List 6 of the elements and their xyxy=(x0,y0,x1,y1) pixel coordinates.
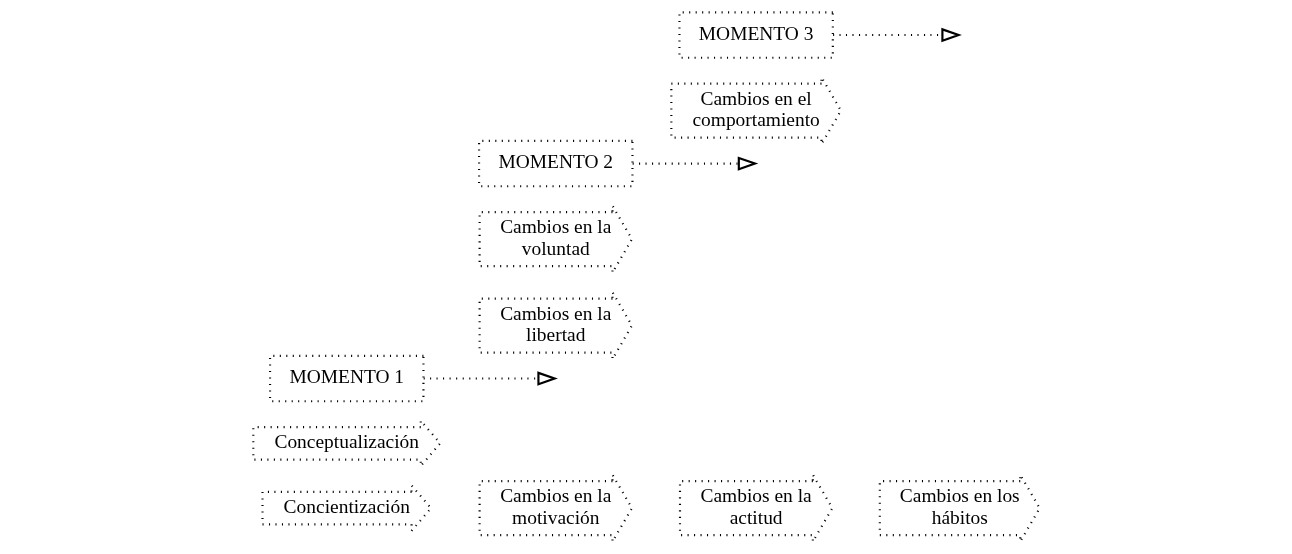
arrow xyxy=(632,156,758,171)
node-box: MOMENTO 3 xyxy=(677,11,834,59)
arrow xyxy=(832,27,962,43)
arrow xyxy=(423,371,558,386)
node-box: MOMENTO 2 xyxy=(477,139,634,188)
node-box: MOMENTO 1 xyxy=(268,354,425,403)
